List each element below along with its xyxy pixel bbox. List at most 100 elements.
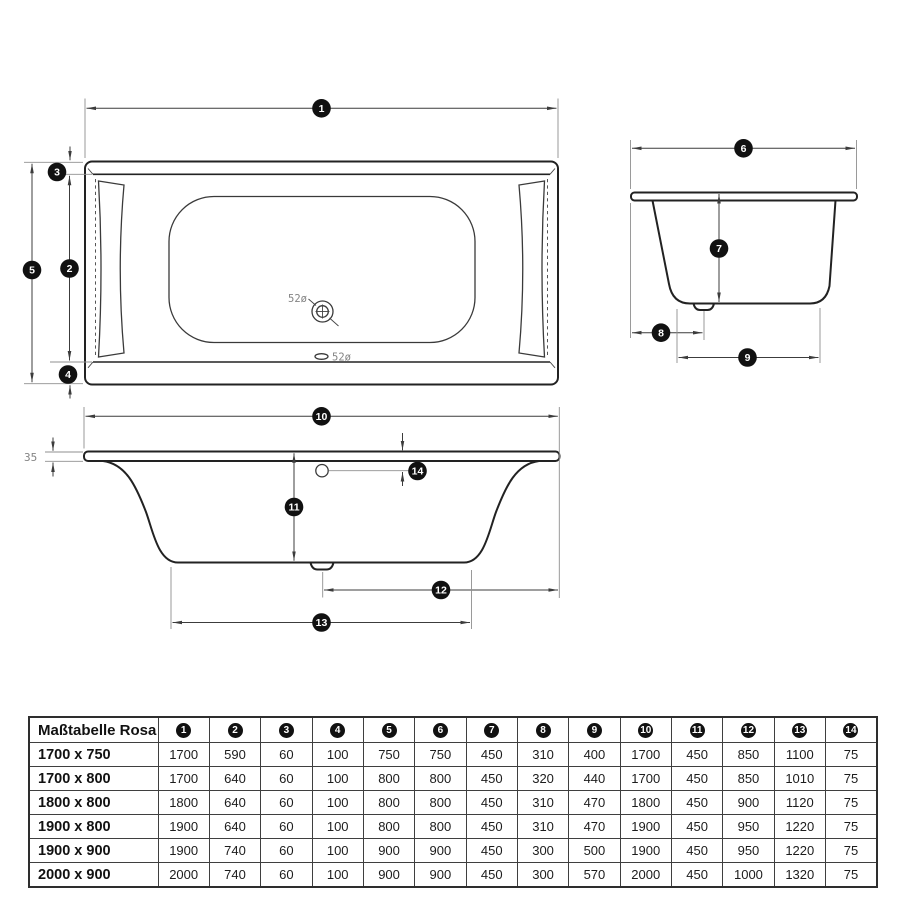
svg-text:10: 10	[316, 411, 328, 423]
column-badge: 4	[330, 723, 346, 739]
table-cell: 800	[414, 766, 467, 791]
table-cell: 1220	[773, 838, 826, 863]
svg-text:12: 12	[435, 585, 447, 597]
table-cell: 320	[516, 766, 570, 791]
table-cell: 100	[311, 766, 364, 791]
tub-body-end-view	[651, 199, 837, 305]
row-size-label: 1900 x 800	[28, 814, 159, 839]
table-cell: 850	[722, 766, 775, 791]
column-badge: 8	[535, 723, 551, 739]
column-badge-cell: 13	[773, 716, 826, 743]
svg-text:7: 7	[716, 243, 722, 255]
basin-outline	[168, 195, 476, 344]
row-size-label: 1900 x 900	[28, 838, 159, 863]
table-cell: 450	[670, 862, 724, 888]
top-view: 52ø 52ø	[24, 98, 559, 399]
table-cell: 1700	[157, 766, 210, 791]
table-cell: 100	[311, 790, 364, 815]
table-cell: 850	[722, 742, 775, 767]
column-badge: 14	[843, 723, 859, 739]
row-size-label: 1800 x 800	[28, 790, 159, 815]
dimension-14	[329, 433, 409, 486]
table-cell: 1320	[773, 862, 826, 888]
table-cell: 450	[670, 790, 724, 815]
table-cell: 450	[670, 766, 724, 791]
column-badge: 9	[586, 723, 602, 739]
column-badge: 2	[227, 723, 243, 739]
table-cell: 1900	[157, 814, 210, 839]
table-cell: 1000	[722, 862, 775, 888]
table-cell: 450	[465, 862, 518, 888]
table-cell: 570	[568, 862, 621, 888]
column-badge: 6	[432, 723, 448, 739]
column-badge-cell: 12	[722, 716, 775, 743]
table-cell: 500	[568, 838, 621, 863]
callout-badge-12: 12	[431, 580, 451, 600]
callout-badge-1: 1	[312, 99, 331, 118]
table-cell: 900	[362, 838, 416, 863]
callout-badge-14: 14	[408, 461, 427, 481]
table-cell: 75	[824, 838, 878, 863]
table-cell: 450	[465, 790, 518, 815]
table-cell: 2000	[157, 862, 210, 888]
table-cell: 750	[414, 742, 467, 767]
drain-diameter-label: 52ø	[288, 293, 308, 305]
table-cell: 75	[824, 862, 878, 888]
table-cell: 1800	[157, 790, 210, 815]
table-cell: 300	[516, 838, 570, 863]
table-cell: 800	[414, 814, 467, 839]
column-badge: 5	[381, 723, 397, 739]
svg-text:11: 11	[288, 502, 299, 514]
callout-badge-8: 8	[651, 323, 671, 342]
callout-badge-3: 3	[47, 162, 67, 182]
table-cell: 470	[568, 790, 621, 815]
table-cell: 1900	[619, 838, 672, 863]
table-cell: 450	[465, 766, 518, 791]
table-cell: 60	[260, 838, 313, 863]
column-badge: 3	[278, 723, 294, 739]
column-badge: 12	[740, 723, 756, 739]
column-badge-cell: 6	[414, 716, 467, 743]
table-cell: 1220	[773, 814, 826, 839]
column-badge-cell: 7	[465, 716, 518, 743]
table-cell: 800	[362, 790, 416, 815]
table-cell: 1100	[773, 742, 826, 767]
table-cell: 740	[208, 862, 262, 888]
table-cell: 950	[722, 814, 775, 839]
column-badge: 13	[792, 723, 808, 739]
table-cell: 450	[670, 814, 724, 839]
callout-badge-13: 13	[312, 613, 331, 632]
table-cell: 100	[311, 862, 364, 888]
table-cell: 900	[722, 790, 775, 815]
column-badge-cell: 5	[362, 716, 416, 743]
drain-end-view	[692, 302, 715, 311]
svg-text:13: 13	[316, 617, 328, 629]
rim-thickness-label: 35	[24, 451, 37, 464]
table-cell: 450	[670, 742, 724, 767]
tub-outline-top	[84, 160, 559, 386]
table-cell: 310	[516, 790, 570, 815]
table-cell: 800	[414, 790, 467, 815]
table-cell: 300	[516, 862, 570, 888]
svg-text:6: 6	[741, 143, 747, 155]
table-cell: 640	[208, 814, 262, 839]
svg-text:3: 3	[54, 167, 60, 179]
table-cell: 640	[208, 790, 262, 815]
svg-text:4: 4	[65, 369, 71, 381]
overflow-hole	[315, 463, 329, 478]
table-cell: 75	[824, 814, 878, 839]
table-cell: 100	[311, 814, 364, 839]
table-cell: 640	[208, 766, 262, 791]
dimension-rim-thickness	[45, 437, 83, 477]
side-view: 35	[24, 407, 561, 629]
callout-badge-5: 5	[22, 260, 42, 280]
row-size-label: 2000 x 900	[28, 862, 159, 888]
